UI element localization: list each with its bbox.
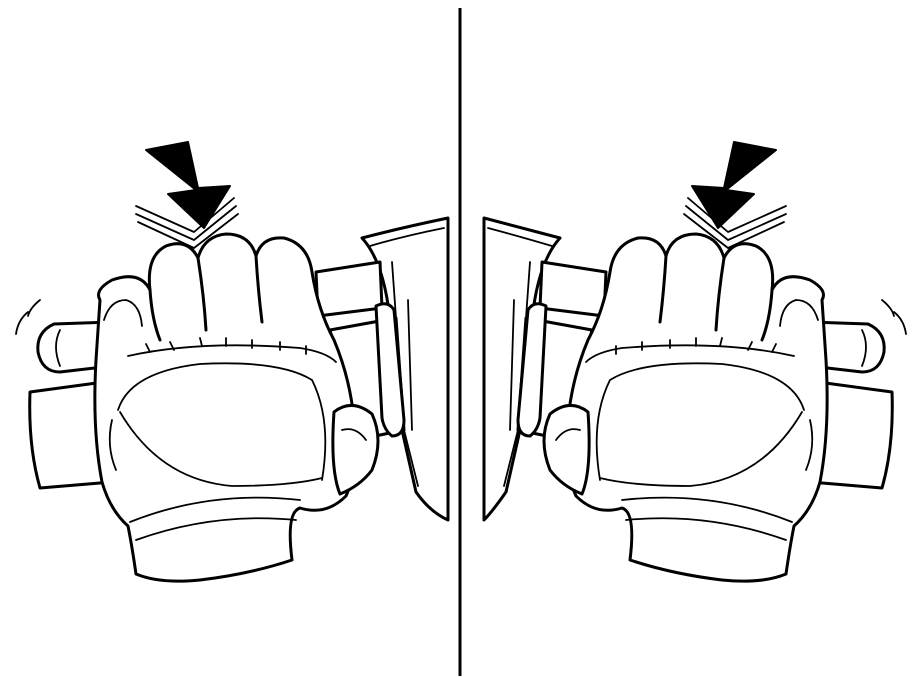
press-down-arrow-left-icon bbox=[136, 142, 238, 248]
right-panel bbox=[484, 142, 906, 581]
left-panel bbox=[16, 142, 448, 581]
press-down-arrow-right-icon bbox=[684, 142, 786, 248]
